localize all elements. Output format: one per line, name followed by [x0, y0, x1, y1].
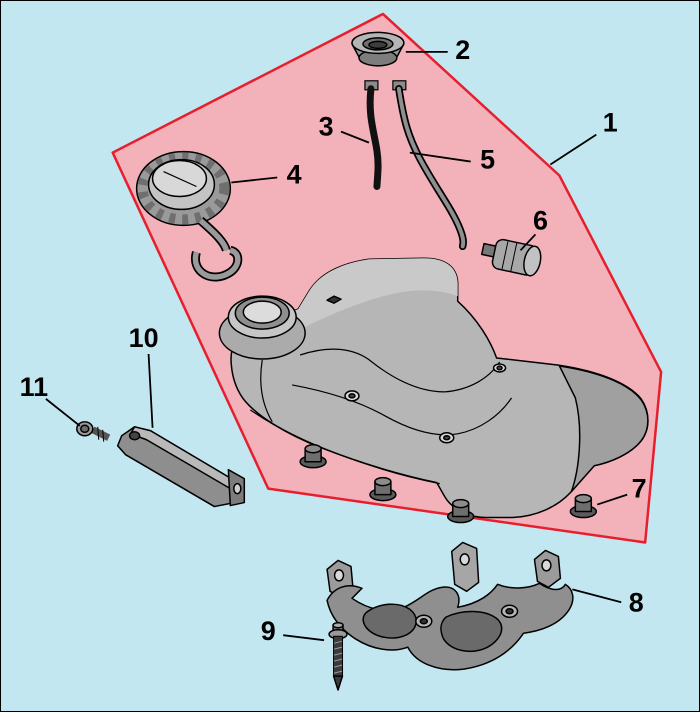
part-label-fuel-cap: 4	[287, 159, 302, 189]
fuel-filter-illustration	[480, 238, 542, 277]
upper-bracket-illustration	[116, 426, 246, 508]
filler-neck	[218, 295, 306, 360]
mounting-screw-illustration	[328, 621, 348, 691]
bushing-illustration	[299, 443, 327, 469]
fuel-line-long-illustration	[392, 80, 467, 251]
bushing-illustration	[446, 498, 475, 524]
leader-line-lower-bracket	[572, 588, 622, 604]
bushing-illustration	[369, 476, 397, 502]
fuel-line-short-illustration	[364, 80, 382, 190]
bushing-illustration	[569, 493, 598, 519]
leader-line-bracket-screw	[45, 398, 81, 427]
leader-line-mounting-screw	[283, 634, 325, 642]
leader-line-fuel-line-long	[409, 151, 471, 163]
part-label-mounting-screw: 9	[261, 616, 276, 646]
part-label-upper-bracket: 10	[129, 323, 159, 353]
part-label-tank-bushing: 7	[632, 474, 647, 504]
fuel-tank-illustration	[218, 257, 649, 519]
part-label-cap-grommet: 2	[455, 35, 470, 65]
part-label-bracket-screw: 11	[20, 372, 48, 402]
leader-line-fuel-tank-highlight	[549, 133, 597, 166]
lower-bracket-illustration	[326, 541, 574, 671]
cap-grommet-illustration	[351, 31, 405, 67]
bracket-screw-illustration	[76, 421, 111, 442]
part-label-fuel-tank-highlight: 1	[603, 108, 618, 138]
leader-line-fuel-line-short	[340, 130, 370, 144]
part-label-lower-bracket: 8	[629, 587, 644, 617]
leader-line-fuel-filter	[519, 233, 537, 251]
leader-line-fuel-cap	[231, 176, 278, 184]
leader-line-tank-bushing	[597, 493, 628, 506]
part-label-fuel-line-long: 5	[480, 145, 495, 175]
part-label-fuel-filter: 6	[533, 205, 548, 235]
label-layer: 1 2 34 5 6 7 8 9 10 11	[20, 35, 647, 646]
part-label-fuel-line-short: 3	[319, 112, 334, 142]
leader-line-upper-bracket	[147, 353, 154, 428]
fuel-cap-illustration	[135, 150, 243, 282]
